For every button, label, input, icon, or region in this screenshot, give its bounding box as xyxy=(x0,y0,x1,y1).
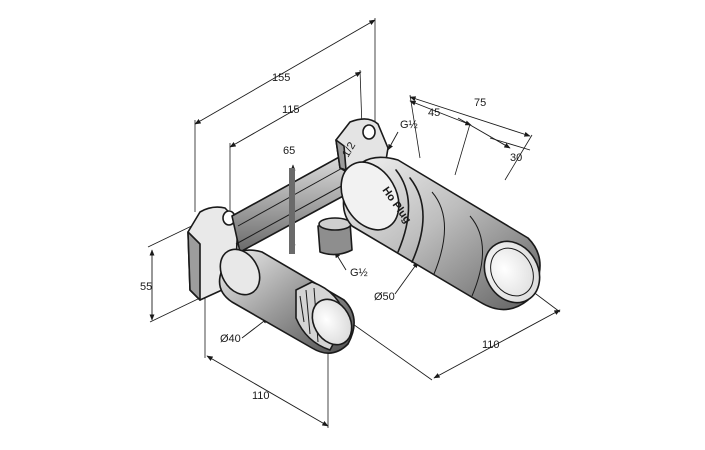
dim-110-left-line xyxy=(206,355,329,427)
small-cylinder-front-face xyxy=(311,298,353,346)
label-g-bottom: G½ xyxy=(350,267,368,279)
dimension-lines xyxy=(149,19,561,427)
bottom-outlet xyxy=(317,217,353,256)
dim-45-line xyxy=(409,100,472,126)
label-65: 65 xyxy=(283,145,295,157)
g-top-leader xyxy=(387,131,399,151)
label-75: 75 xyxy=(474,97,486,109)
small-cylinder-back-face xyxy=(219,248,261,296)
label-45: 45 xyxy=(428,107,440,119)
label-110-left: 110 xyxy=(252,390,270,402)
label-dia40: Ø40 xyxy=(220,333,241,345)
label-30: 30 xyxy=(510,152,522,164)
label-dia50: Ø50 xyxy=(374,291,395,303)
label-55: 55 xyxy=(140,281,152,293)
label-g-top: G½ xyxy=(400,119,418,131)
label-110-right: 110 xyxy=(482,339,500,351)
small-cylinder xyxy=(218,248,355,354)
connecting-bar xyxy=(231,149,361,254)
top-mount-hole xyxy=(362,124,376,140)
label-115: 115 xyxy=(282,104,300,116)
dia50-leader xyxy=(394,261,419,295)
label-155: 155 xyxy=(272,72,290,84)
bar-slot xyxy=(289,168,295,254)
dim-30-line xyxy=(457,117,511,149)
dia40-leader xyxy=(241,317,269,339)
dim-30-leader xyxy=(489,137,531,151)
large-cylinder: Ho Plug xyxy=(340,156,541,311)
dim-110-right-line xyxy=(433,309,561,379)
dimension-labels: 155 115 75 45 30 65 55 110 110 G½ G½ Ø50… xyxy=(140,72,522,402)
dim-115-line xyxy=(229,71,362,148)
large-cylinder-back-face xyxy=(340,161,400,231)
